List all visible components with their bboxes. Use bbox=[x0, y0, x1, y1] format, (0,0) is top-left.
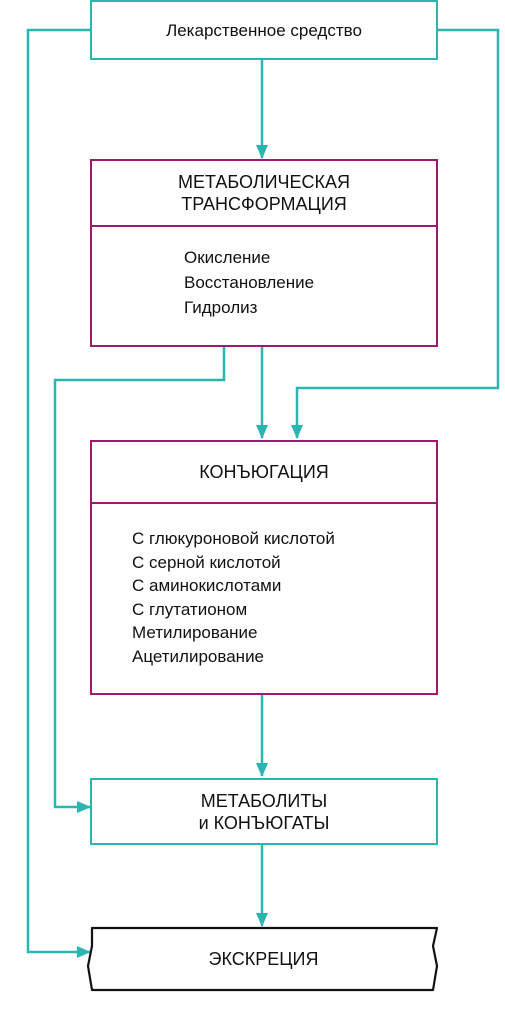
arrow-drug-to-conjugation bbox=[291, 28, 500, 439]
metabolic-item: Гидролиз bbox=[184, 298, 258, 317]
conjugation-item: Ацетилирование bbox=[132, 646, 265, 666]
arrow-metabolic-to-metabolites bbox=[53, 347, 226, 813]
metabolic-item: Окисление bbox=[184, 248, 271, 267]
metabolic-transformation-box: МЕТАБОЛИЧЕСКАЯ ТРАНСФОРМАЦИЯ Окисление В… bbox=[90, 159, 438, 347]
conjugation-items: С глюкуроновой кислотой С серной кислото… bbox=[92, 527, 436, 668]
conjugation-item: С аминокислотами bbox=[132, 576, 282, 595]
metabolic-item: Восстановление bbox=[184, 273, 315, 292]
metabolites-line1: МЕТАБОЛИТЫ bbox=[200, 790, 328, 811]
drug-box: Лекарственное средство bbox=[90, 0, 438, 60]
metabolites-line2: и КОНЪЮГАТЫ bbox=[198, 812, 330, 833]
conjugation-header: КОНЪЮГАЦИЯ bbox=[92, 442, 436, 504]
metabolites-box: МЕТАБОЛИТЫ и КОНЪЮГАТЫ bbox=[90, 778, 438, 845]
arrow-drug-to-excretion bbox=[26, 28, 91, 958]
drug-label: Лекарственное средство bbox=[166, 20, 362, 40]
excretion-box bbox=[86, 926, 439, 992]
conjugation-item: С серной кислотой bbox=[132, 552, 281, 572]
excretion-label-wrap: ЭКСКРЕЦИЯ bbox=[90, 928, 437, 990]
conjugation-item: С глутатионом bbox=[132, 599, 248, 619]
conjugation-title: КОНЪЮГАЦИЯ bbox=[199, 462, 329, 482]
metabolic-items: Окисление Восстановление Гидролиз bbox=[92, 245, 436, 320]
conjugation-item: Метилирование bbox=[132, 623, 258, 642]
metabolic-title-line2: ТРАНСФОРМАЦИЯ bbox=[181, 194, 347, 214]
metabolic-header: МЕТАБОЛИЧЕСКАЯ ТРАНСФОРМАЦИЯ bbox=[92, 161, 436, 227]
conjugation-item: С глюкуроновой кислотой bbox=[132, 529, 335, 548]
metabolic-title-line1: МЕТАБОЛИЧЕСКАЯ bbox=[177, 172, 351, 192]
conjugation-box: КОНЪЮГАЦИЯ С глюкуроновой кислотой С сер… bbox=[90, 440, 438, 695]
excretion-label: ЭКСКРЕЦИЯ bbox=[208, 948, 319, 969]
